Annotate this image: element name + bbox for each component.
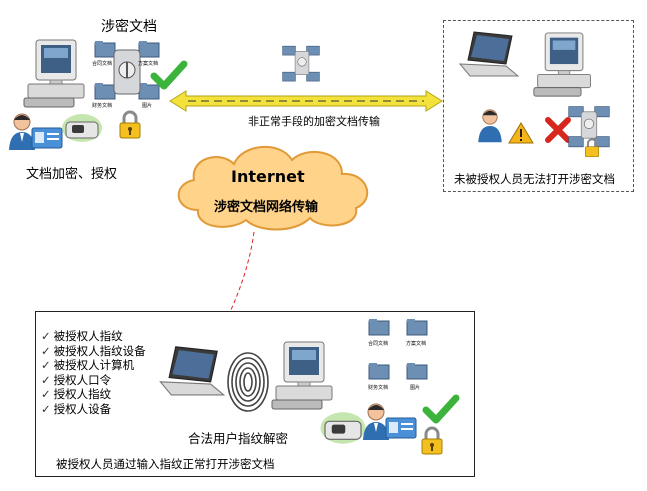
folder-icon [406, 319, 428, 336]
check-mark-icon [150, 60, 188, 90]
check-icon: ✓ [41, 401, 51, 416]
check-icon: ✓ [41, 358, 51, 372]
unauthorized-panel [443, 20, 634, 192]
folder-icon [138, 41, 160, 58]
padlock-icon [119, 110, 141, 139]
doc-label: 图片 [142, 103, 153, 109]
cloud-title: Internet [231, 167, 305, 186]
laptop-icon [159, 346, 226, 396]
desktop-computer-icon [533, 32, 591, 97]
folder-icon [368, 363, 390, 380]
checklist-item: ✓授权人指纹 [41, 387, 112, 401]
check-icon: ✓ [41, 372, 51, 387]
checklist-item: ✓授权人口令 [41, 372, 112, 387]
desktop-computer-icon [23, 39, 85, 108]
padlock-icon [421, 426, 443, 455]
checklist-item: ✓被授权人计算机 [41, 358, 135, 372]
unauthorized-caption: 未被授权人员无法打开涉密文档 [454, 172, 615, 186]
folder-icon [94, 41, 116, 58]
checklist-item: ✓被授权人指纹 [41, 329, 123, 343]
authorization-checklist: ✓被授权人指纹 ✓被授权人指纹设备 ✓被授权人计算机 ✓授权人口令 ✓授权人指纹… [41, 329, 146, 416]
laptop-icon [458, 31, 520, 77]
padlock-icon [585, 138, 599, 157]
internet-cloud-icon [177, 146, 369, 231]
cloud-subtitle: 涉密文档网络传输 [214, 200, 319, 215]
checklist-item: ✓被授权人指纹设备 [41, 343, 146, 358]
check-icon: ✓ [41, 387, 51, 401]
doc-label: 图片 [410, 385, 421, 391]
folder-icon [282, 71, 296, 82]
user-icon [478, 109, 502, 143]
doc-label: 合同文档 [92, 61, 113, 67]
desktop-computer-icon [271, 341, 333, 410]
user-with-card-icon [363, 403, 417, 440]
safe-lock-icon [580, 111, 598, 139]
cross-icon [545, 117, 571, 143]
folder-icon [568, 136, 584, 148]
double-arrow-icon [169, 90, 443, 112]
authorized-docs-grid: 合同文档 方案文档 财务文档 图片 [366, 318, 436, 396]
doc-label: 财务文档 [368, 385, 389, 391]
folder-icon [368, 319, 390, 336]
check-mark-icon [422, 394, 460, 424]
user-with-card-icon [9, 113, 63, 150]
authorized-panel [35, 311, 475, 477]
encrypt-authorize-caption: 文档加密、授权 [26, 167, 118, 182]
fingerprint-reader-icon [320, 412, 366, 444]
fingerprint-caption: 合法用户指纹解密 [188, 431, 289, 446]
fingerprint-icon [227, 352, 269, 412]
check-icon: ✓ [41, 343, 51, 358]
doc-label: 方案文档 [138, 61, 159, 67]
safe-lock-icon [113, 49, 141, 95]
authorized-footer: 被授权人员通过输入指纹正常打开涉密文档 [56, 457, 275, 471]
secret-docs-title: 涉密文档 [101, 19, 157, 35]
checklist-item: ✓授权人设备 [41, 401, 112, 416]
check-icon: ✓ [41, 329, 51, 343]
warning-icon [508, 122, 534, 144]
safe-lock-icon [294, 51, 310, 75]
folder-icon [306, 45, 320, 56]
folder-icon [282, 45, 296, 56]
fingerprint-reader-icon [62, 114, 102, 142]
transfer-label: 非正常手段的加密文档传输 [248, 115, 380, 128]
doc-label: 方案文档 [406, 341, 427, 347]
doc-label: 合同文档 [368, 341, 389, 347]
folder-icon [306, 71, 320, 82]
doc-label: 财务文档 [92, 103, 113, 109]
secret-docs-cluster: 合同文档 方案文档 财务文档 图片 [92, 36, 162, 112]
transfer-docs-cluster [282, 44, 322, 88]
locked-docs-cluster [566, 104, 612, 158]
folder-icon [406, 363, 428, 380]
